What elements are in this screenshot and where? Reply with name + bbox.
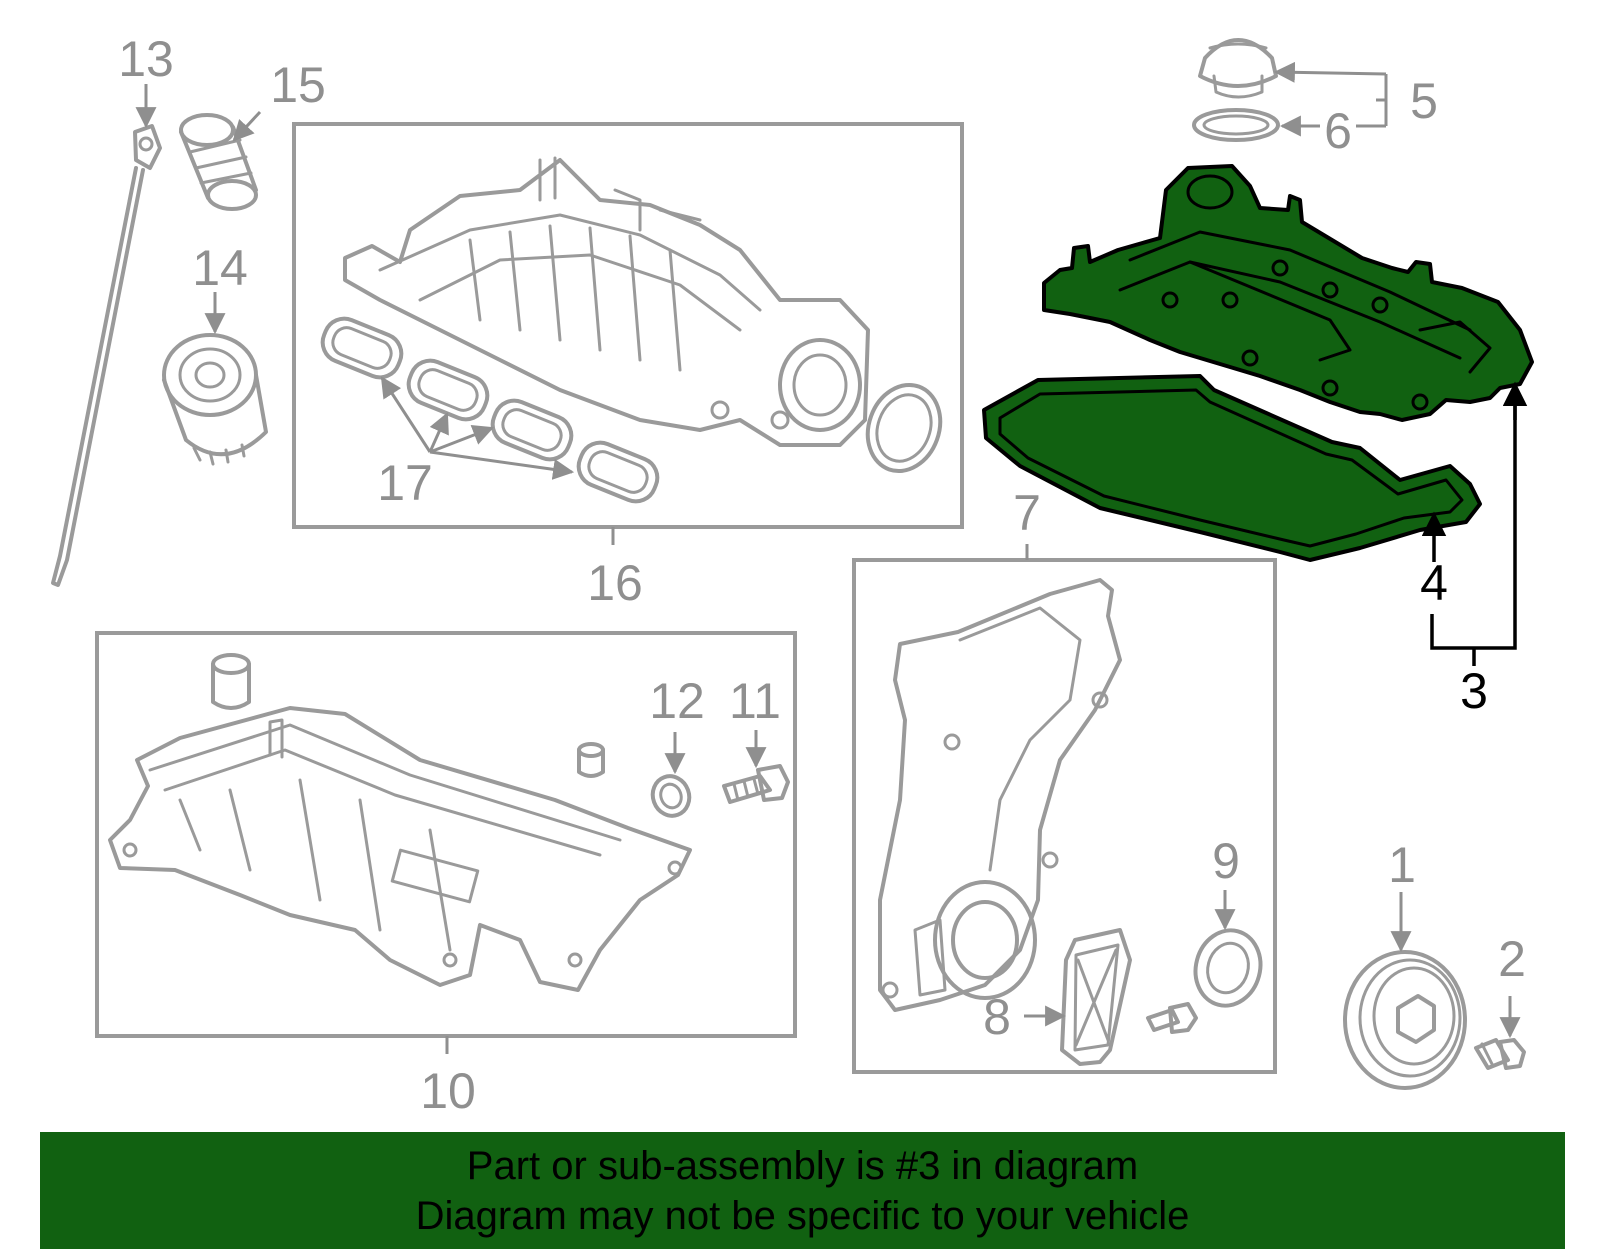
intake-manifold-group-box xyxy=(292,122,964,529)
callout-2: 2 xyxy=(1498,931,1526,987)
callout-15: 15 xyxy=(270,57,326,113)
info-banner: Part or sub-assembly is #3 in diagram Di… xyxy=(40,1132,1565,1249)
callout-4: 4 xyxy=(1420,555,1448,611)
oil-filter-element-part xyxy=(179,113,258,211)
cover-bolt-part xyxy=(1146,1002,1198,1034)
callout-13: 13 xyxy=(118,31,174,87)
callout-7: 7 xyxy=(1013,485,1041,541)
oil-filter-part xyxy=(162,333,268,466)
intake-gasket-2-part xyxy=(406,358,490,422)
oil-pan-part xyxy=(108,706,692,992)
oil-pan-dowel-part xyxy=(577,742,605,778)
callout-17: 17 xyxy=(377,455,433,511)
callout-6: 6 xyxy=(1324,103,1352,159)
crank-seal-part xyxy=(1193,928,1263,1008)
drain-bolt-part xyxy=(722,764,790,804)
intake-gasket-3-part xyxy=(490,398,574,462)
banner-line-1: Part or sub-assembly is #3 in diagram xyxy=(466,1143,1139,1188)
callout-5-leader xyxy=(1376,74,1388,126)
drain-washer-part xyxy=(650,774,692,818)
callout-1: 1 xyxy=(1388,837,1416,893)
pulley-bolt-part xyxy=(1474,1038,1526,1070)
timing-cover-part xyxy=(878,578,1122,1012)
intake-gasket-4-part xyxy=(576,440,660,504)
valve-cover-gasket-part xyxy=(982,374,1482,562)
timing-cover-group-box xyxy=(852,558,1277,1074)
oil-filler-cap-part xyxy=(1198,38,1278,99)
callout-16: 16 xyxy=(587,555,643,611)
callout-5-leader-top xyxy=(1273,61,1387,83)
valve-cover-part xyxy=(1042,164,1534,422)
crank-pulley-part xyxy=(1343,950,1467,1090)
oil-pan-plug-part xyxy=(211,653,251,710)
callout-8: 8 xyxy=(983,989,1011,1045)
callout-10: 10 xyxy=(420,1063,476,1119)
intake-gasket-1-part xyxy=(320,316,404,380)
callout-3: 3 xyxy=(1460,663,1488,719)
callout-14: 14 xyxy=(192,240,248,296)
dipstick-part xyxy=(51,124,162,587)
callout-9: 9 xyxy=(1212,833,1240,889)
callout-11: 11 xyxy=(729,673,781,729)
intake-manifold-part xyxy=(343,156,870,447)
cap-seal-part xyxy=(1192,108,1280,142)
callout-12: 12 xyxy=(649,673,705,729)
cover-plate-part xyxy=(1060,928,1132,1066)
callout-5: 5 xyxy=(1410,73,1438,129)
callout-15-leader xyxy=(232,110,262,142)
throttle-body-gasket-part xyxy=(865,382,943,474)
banner-line-2: Diagram may not be specific to your vehi… xyxy=(415,1193,1190,1238)
